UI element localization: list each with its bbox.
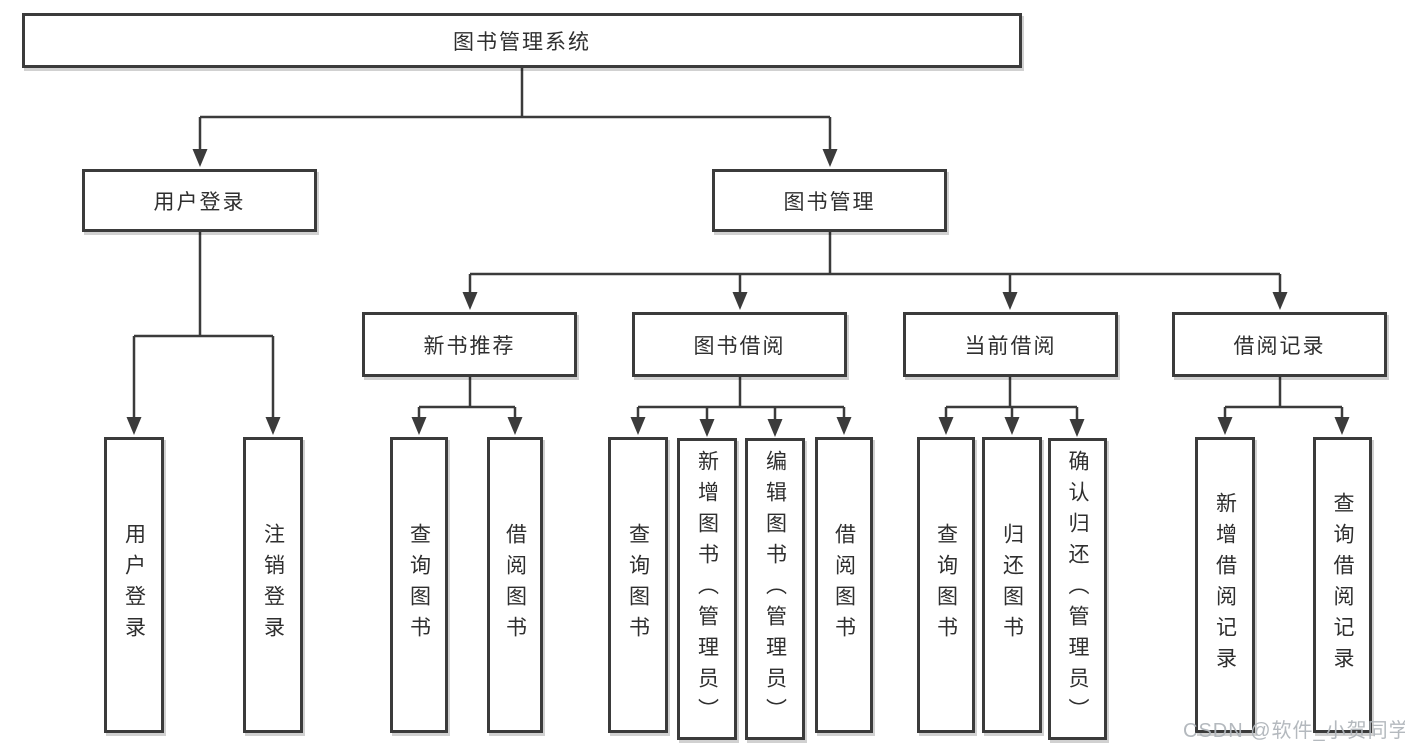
arrow-down-icon xyxy=(1272,292,1288,310)
node-book-borrow: 图书借阅 xyxy=(632,312,847,377)
node-current-borrow: 当前借阅 xyxy=(903,312,1118,377)
connector-new-books-branch xyxy=(417,377,517,419)
leaf-confirm-return-admin-label: 确认归还（管理员） xyxy=(1066,449,1089,729)
connector-book-borrow-branch xyxy=(636,377,846,421)
arrow-down-icon xyxy=(699,419,715,437)
node-book-borrow-label: 图书借阅 xyxy=(693,334,786,358)
leaf-logout: 注销登录 xyxy=(243,437,303,733)
leaf-add-books-admin-label: 新增图书（管理员） xyxy=(695,449,719,729)
leaf-add-books-admin: 新增图书（管理员） xyxy=(677,438,737,740)
arrow-down-icon xyxy=(411,417,427,435)
node-new-book-recommend-label: 新书推荐 xyxy=(423,334,516,358)
leaf-query-books-2-label: 查询图书 xyxy=(626,523,650,647)
leaf-confirm-return-admin: 确认归还（管理员） xyxy=(1048,438,1107,740)
leaf-return-books: 归还图书 xyxy=(982,437,1042,733)
node-book-management-label: 图书管理 xyxy=(783,190,876,214)
leaf-return-books-label: 归还图书 xyxy=(1000,523,1024,647)
arrow-down-icon xyxy=(767,419,783,437)
node-borrow-records-label: 借阅记录 xyxy=(1233,334,1326,358)
arrow-down-icon xyxy=(732,292,748,310)
node-new-book-recommend: 新书推荐 xyxy=(362,312,577,377)
arrow-down-icon xyxy=(507,417,523,435)
leaf-query-books-1: 查询图书 xyxy=(390,437,448,733)
leaf-add-borrow-record-label: 新增借阅记录 xyxy=(1213,492,1237,678)
node-borrow-records: 借阅记录 xyxy=(1172,312,1387,377)
connector-borrow-records-branch xyxy=(1223,377,1344,419)
arrow-down-icon xyxy=(1069,419,1085,437)
leaf-borrow-books-1: 借阅图书 xyxy=(487,437,543,733)
arrow-down-icon xyxy=(1334,417,1350,435)
leaf-user-login-label: 用户登录 xyxy=(122,523,146,647)
leaf-borrow-books-1-label: 借阅图书 xyxy=(503,523,527,647)
leaf-add-borrow-record: 新增借阅记录 xyxy=(1195,437,1255,733)
leaf-query-books-3-label: 查询图书 xyxy=(934,523,958,647)
leaf-edit-books-admin: 编辑图书（管理员） xyxy=(745,438,805,740)
leaf-borrow-books-2-label: 借阅图书 xyxy=(832,523,856,647)
node-book-management: 图书管理 xyxy=(712,169,947,232)
arrow-down-icon xyxy=(1217,417,1233,435)
leaf-query-borrow-record: 查询借阅记录 xyxy=(1313,437,1372,733)
leaf-borrow-books-2: 借阅图书 xyxy=(815,437,873,733)
arrow-down-icon xyxy=(1002,292,1018,310)
leaf-query-books-1-label: 查询图书 xyxy=(407,523,431,647)
arrow-down-icon xyxy=(265,417,281,435)
leaf-logout-label: 注销登录 xyxy=(261,523,285,647)
leaf-query-books-3: 查询图书 xyxy=(917,437,975,733)
node-current-borrow-label: 当前借阅 xyxy=(964,334,1057,358)
watermark-text: CSDN @软件_小贺同学 xyxy=(1183,720,1405,742)
arrow-down-icon xyxy=(836,417,852,435)
node-library-system: 图书管理系统 xyxy=(22,13,1022,68)
arrow-down-icon xyxy=(1004,417,1020,435)
arrow-down-icon xyxy=(822,149,838,167)
node-library-system-label: 图书管理系统 xyxy=(453,30,591,54)
leaf-query-books-2: 查询图书 xyxy=(608,437,668,733)
arrow-down-icon xyxy=(462,292,478,310)
connector-root-to-level2 xyxy=(198,68,832,151)
connector-user-login-branch xyxy=(132,232,275,419)
leaf-query-borrow-record-label: 查询借阅记录 xyxy=(1331,492,1354,678)
arrow-down-icon xyxy=(630,417,646,435)
connector-current-borrow-branch xyxy=(944,377,1079,421)
arrow-down-icon xyxy=(938,417,954,435)
leaf-user-login: 用户登录 xyxy=(104,437,164,733)
leaf-edit-books-admin-label: 编辑图书（管理员） xyxy=(763,449,787,729)
node-user-login: 用户登录 xyxy=(82,169,317,232)
arrow-down-icon xyxy=(126,417,142,435)
connector-book-mgmt-to-level3 xyxy=(468,232,1282,294)
node-user-login-label: 用户登录 xyxy=(153,190,246,214)
arrow-down-icon xyxy=(192,149,208,167)
